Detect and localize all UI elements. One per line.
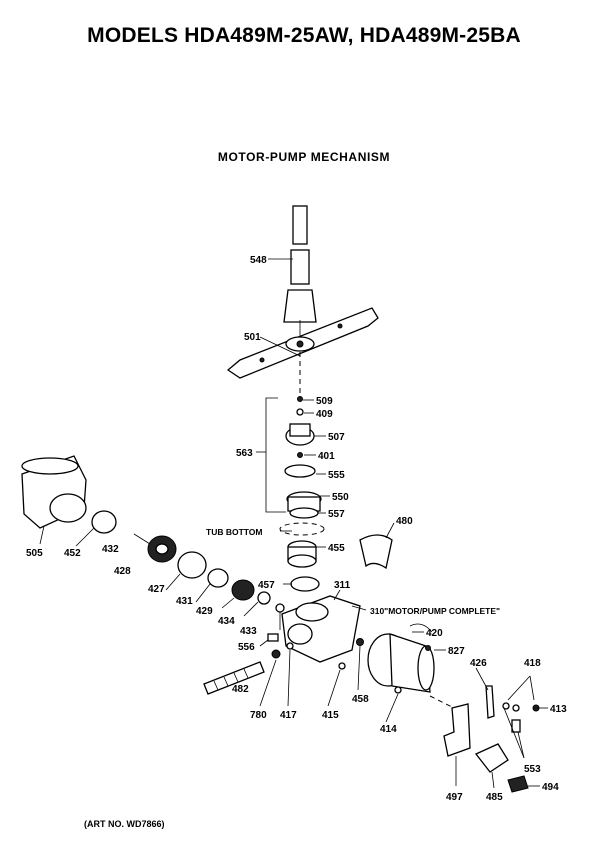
- callout-401: 401: [318, 451, 335, 462]
- callout-480: 480: [396, 516, 413, 527]
- art-number: (ART NO. WD7866): [84, 819, 165, 829]
- callout-555: 555: [328, 470, 345, 481]
- pump-seal: [177, 551, 207, 579]
- callout-428: 428: [114, 566, 131, 577]
- callout-457: 457: [258, 580, 275, 591]
- bracket-485: [474, 743, 509, 773]
- lower-spray-arm: [226, 307, 379, 379]
- callout-550: 550: [332, 492, 349, 503]
- tub-bottom-ring: [279, 522, 325, 536]
- callout-780: 780: [250, 710, 267, 721]
- callout-409: 409: [316, 409, 333, 420]
- pump-body: [281, 595, 361, 663]
- callout-485: 485: [486, 792, 503, 803]
- drain-hose-elbow: [359, 534, 393, 570]
- impeller-assembly: [133, 533, 177, 563]
- mount-parts: [502, 675, 540, 733]
- callout-431: 431: [176, 596, 193, 607]
- part-458: [356, 638, 364, 646]
- callout-548: 548: [250, 255, 267, 266]
- callout-556: 556: [238, 642, 255, 653]
- callout-420: 420: [426, 628, 443, 639]
- callout-497: 497: [446, 792, 463, 803]
- motor: [367, 633, 435, 693]
- pump-housing-cover: [287, 540, 317, 568]
- ring-780: [271, 649, 281, 659]
- callout-tub-bottom: TUB BOTTOM: [206, 527, 263, 537]
- seal-ring: [207, 568, 229, 588]
- callout-427: 427: [148, 584, 165, 595]
- callout-509: 509: [316, 396, 333, 407]
- washer-433: [275, 603, 285, 613]
- diagram-subtitle: MOTOR-PUMP MECHANISM: [217, 150, 391, 164]
- callout-501: 501: [244, 332, 261, 343]
- callout-labels: 548 501 509 409 563 507 401 555 550 557 …: [26, 255, 567, 803]
- callout-429: 429: [196, 606, 213, 617]
- spring-426: [485, 685, 495, 719]
- callout-310: 310"MOTOR/PUMP COMPLETE": [370, 606, 500, 616]
- chopper-impeller: [231, 579, 255, 601]
- retainer: [257, 591, 271, 605]
- gasket-457: [290, 576, 320, 592]
- callout-311: 311: [334, 580, 351, 591]
- spray-tower-tube: [283, 205, 317, 340]
- callout-563: 563: [236, 448, 253, 459]
- drive-shaft-482: [203, 661, 265, 695]
- callout-482: 482: [232, 684, 249, 695]
- hose-clamp: [91, 510, 117, 534]
- leader-lines: [39, 258, 548, 789]
- part-414: [394, 686, 402, 694]
- callout-417: 417: [280, 710, 297, 721]
- fastener-827: [425, 645, 431, 651]
- callout-418: 418: [524, 658, 541, 669]
- callout-505: 505: [26, 548, 43, 559]
- callout-434: 434: [218, 616, 235, 627]
- callout-827: 827: [448, 646, 465, 657]
- callout-452: 452: [64, 548, 81, 559]
- pump-stack-parts: [284, 352, 322, 519]
- callout-553: 553: [524, 764, 541, 775]
- callout-432: 432: [102, 544, 119, 555]
- callout-433: 433: [240, 626, 257, 637]
- motor-bracket: [443, 703, 471, 757]
- fitting-556: [267, 633, 279, 642]
- callout-415: 415: [322, 710, 339, 721]
- motor-lead: [409, 623, 433, 633]
- part-417: [286, 642, 294, 650]
- callout-413: 413: [550, 704, 567, 715]
- callout-557: 557: [328, 509, 345, 520]
- callout-458: 458: [352, 694, 369, 705]
- callout-426: 426: [470, 658, 487, 669]
- callout-494: 494: [542, 782, 559, 793]
- part-415: [338, 662, 346, 670]
- part-494: [507, 775, 529, 793]
- callout-455: 455: [328, 543, 345, 554]
- callout-414: 414: [380, 724, 397, 735]
- callout-507: 507: [328, 432, 345, 443]
- sump-housing: [21, 455, 87, 529]
- page-title: MODELS HDA489M-25AW, HDA489M-25BA: [87, 24, 521, 47]
